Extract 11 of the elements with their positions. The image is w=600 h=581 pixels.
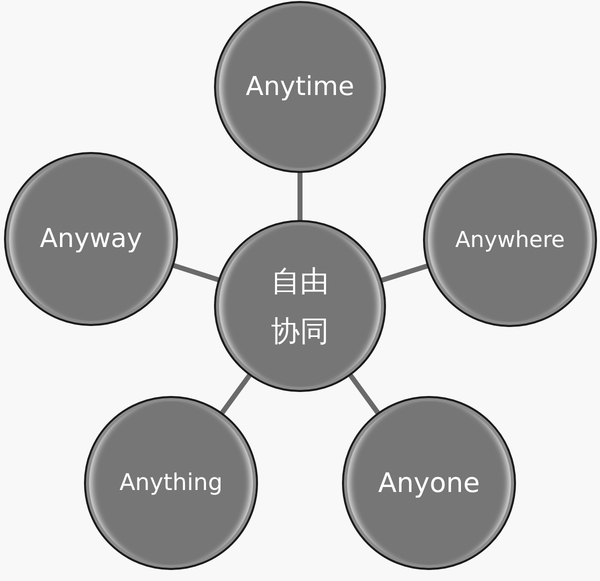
node-label: Anywhere (455, 228, 565, 252)
node-label: Anyone (378, 468, 480, 498)
connector-line (348, 373, 380, 415)
node-label: Anything (119, 470, 223, 496)
node-label: Anyway (40, 224, 142, 254)
node-label: Anytime (246, 72, 354, 102)
connector-line (220, 373, 252, 415)
connector-line (380, 263, 429, 283)
connector-line (172, 262, 220, 282)
node-label: 自由协同 (270, 263, 330, 350)
connector-line (298, 172, 302, 221)
